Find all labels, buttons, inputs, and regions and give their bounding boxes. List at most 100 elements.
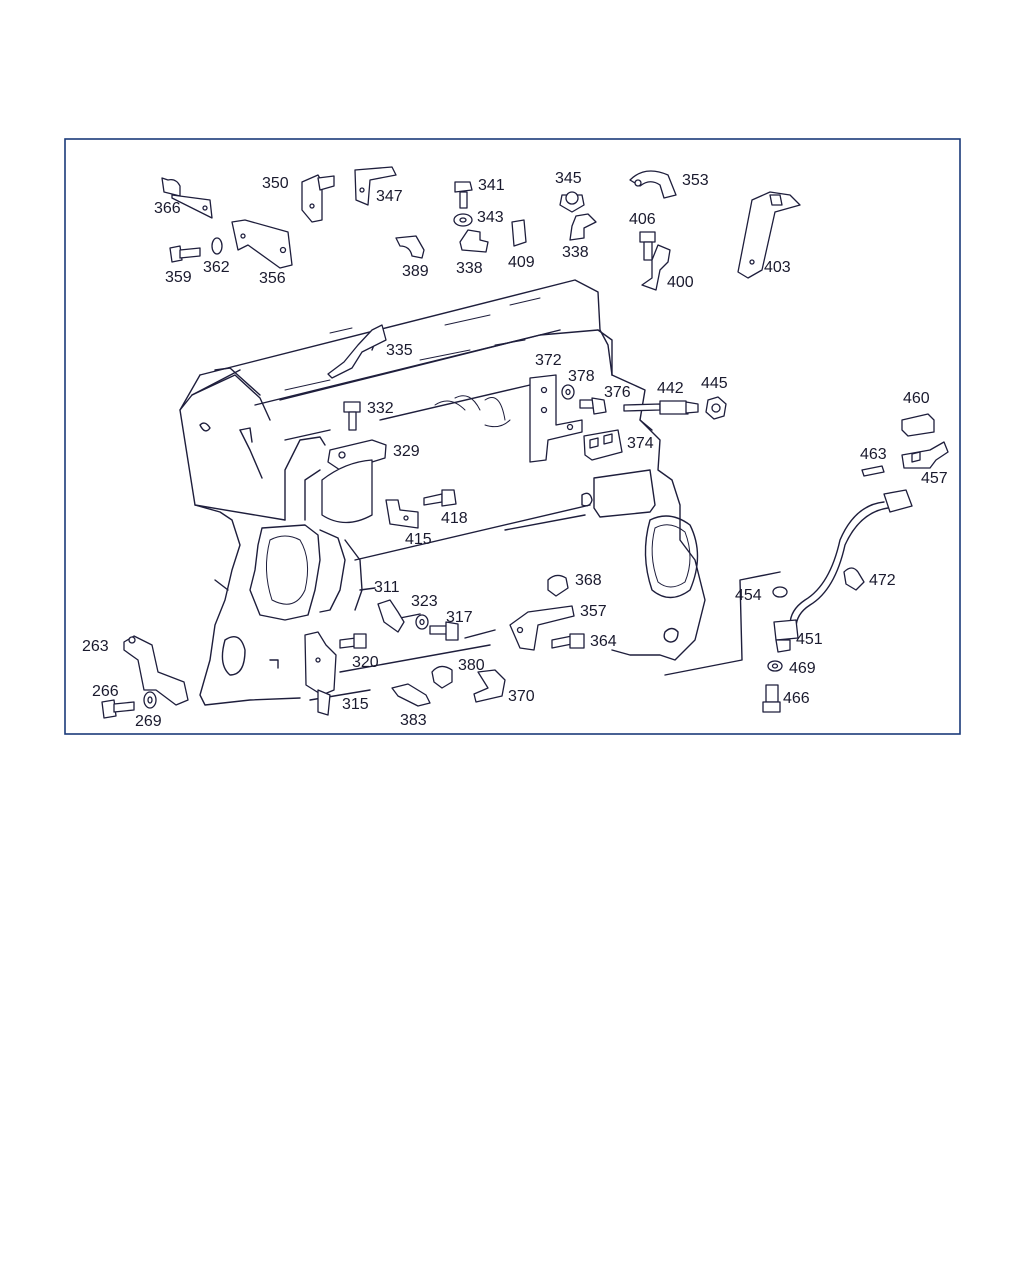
part-315-bracket (304, 631, 337, 716)
engine-block (179, 279, 706, 706)
label-266: 266 (92, 683, 119, 700)
part-400-bracket (641, 244, 671, 291)
label-335: 335 (386, 342, 413, 359)
label-445: 445 (701, 375, 728, 392)
part-359-bolt (169, 245, 201, 263)
part-number-labels: 366 350 347 341 345 353 343 406 359 362 … (82, 170, 948, 730)
label-368: 368 (575, 572, 602, 589)
part-343-washer (453, 213, 473, 227)
label-345: 345 (555, 170, 582, 187)
label-403: 403 (764, 259, 791, 276)
part-403-bracket (737, 191, 801, 279)
part-370-bracket (473, 669, 506, 703)
part-409-bracket (511, 219, 527, 247)
part-457-connector (901, 441, 949, 469)
label-372: 372 (535, 352, 562, 369)
label-463: 463 (860, 446, 887, 463)
part-335-bracket (327, 324, 387, 379)
label-418: 418 (441, 510, 468, 527)
label-370: 370 (508, 688, 535, 705)
label-347: 347 (376, 188, 403, 205)
label-357: 357 (580, 603, 607, 620)
label-451: 451 (796, 631, 823, 648)
label-409: 409 (508, 254, 535, 271)
label-353: 353 (682, 172, 709, 189)
part-389-bracket (395, 235, 425, 259)
part-454-ring (772, 586, 788, 598)
part-311-clip (377, 599, 405, 633)
part-380-clip (431, 665, 453, 689)
label-315: 315 (342, 696, 369, 713)
part-347-bracket (354, 166, 397, 206)
label-263: 263 (82, 638, 109, 655)
label-359: 359 (165, 269, 192, 286)
label-323: 323 (411, 593, 438, 610)
part-harness (773, 489, 913, 653)
part-368-clip (547, 574, 569, 597)
label-356: 356 (259, 270, 286, 287)
part-269-washer (143, 691, 157, 709)
label-343: 343 (477, 209, 504, 226)
label-380: 380 (458, 657, 485, 674)
part-472-clip (843, 567, 865, 591)
part-329-filter (321, 439, 387, 524)
part-266-bolt (101, 699, 135, 719)
part-320-bolt (339, 633, 367, 649)
label-311: 311 (374, 579, 400, 596)
part-383-bracket (391, 683, 431, 707)
label-406: 406 (629, 211, 656, 228)
label-269: 269 (135, 713, 162, 730)
label-317: 317 (446, 609, 473, 626)
label-466: 466 (783, 690, 810, 707)
part-463-pin (861, 465, 885, 477)
part-374-relay (583, 429, 623, 461)
part-263-bracket (123, 635, 189, 706)
part-415-bracket (385, 499, 419, 529)
part-323-washer (415, 614, 429, 630)
part-341-bolt (454, 181, 473, 209)
label-454: 454 (735, 587, 762, 604)
label-376: 376 (604, 384, 631, 401)
label-383: 383 (400, 712, 427, 729)
leader-454 (664, 571, 781, 676)
part-338b-bracket (569, 213, 597, 241)
label-374: 374 (627, 435, 654, 452)
part-357-bracket (509, 605, 575, 651)
part-364-bolt (551, 633, 585, 649)
label-364: 364 (590, 633, 617, 650)
diagram-frame (64, 138, 961, 735)
part-418-bolt (423, 489, 457, 507)
label-341: 341 (478, 177, 505, 194)
label-469: 469 (789, 660, 816, 677)
part-469-washer (767, 660, 783, 672)
part-356-bracket (231, 219, 293, 269)
label-329: 329 (393, 443, 420, 460)
label-378: 378 (568, 368, 595, 385)
part-445-nut (705, 396, 727, 420)
part-406-bolt (639, 231, 656, 261)
part-345-nut (559, 191, 585, 213)
part-350-bracket (301, 174, 335, 223)
part-362-washer (211, 237, 223, 255)
part-376-bolt (579, 397, 607, 415)
label-415: 415 (405, 531, 432, 548)
label-460: 460 (903, 390, 930, 407)
part-338a-bracket (459, 229, 489, 253)
part-466-bolt (762, 684, 781, 713)
part-372-bracket (529, 374, 583, 463)
part-332-bolt (343, 401, 361, 431)
part-378-washer (561, 384, 575, 400)
label-442: 442 (657, 380, 684, 397)
label-350: 350 (262, 175, 289, 192)
label-332: 332 (367, 400, 394, 417)
label-320: 320 (352, 654, 379, 671)
label-362: 362 (203, 259, 230, 276)
part-460-cap (901, 413, 935, 437)
part-442-sensor (623, 400, 699, 415)
part-366-bracket (161, 177, 213, 219)
label-457: 457 (921, 470, 948, 487)
label-366: 366 (154, 200, 181, 217)
label-338b: 338 (562, 244, 589, 261)
